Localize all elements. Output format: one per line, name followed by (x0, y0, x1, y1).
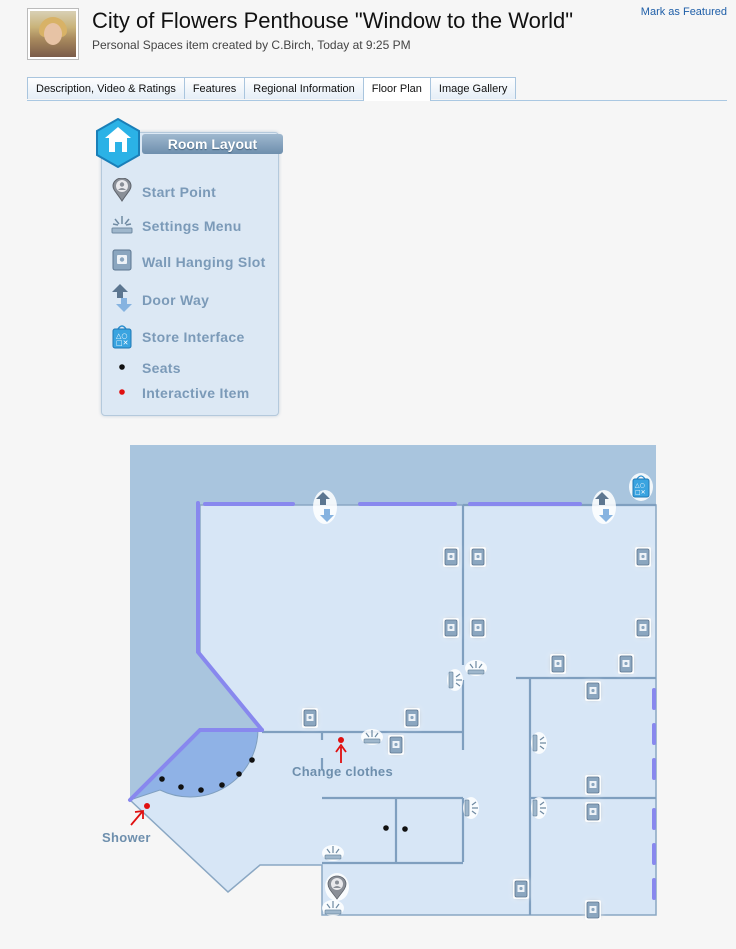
settings-menu-icon (111, 216, 133, 234)
start-point-icon (112, 178, 132, 202)
floor-plan-map: △○ □✕ (128, 445, 657, 920)
page-title: City of Flowers Penthouse "Window to the… (92, 8, 574, 33)
room-layout-legend: Room Layout Start Point Settings Menu Wa… (96, 118, 283, 416)
windows (128, 501, 656, 900)
avatar-image (30, 11, 76, 57)
avatar[interactable] (27, 8, 79, 60)
shower-label: Shower (102, 830, 151, 845)
legend-item-settings-menu: Settings Menu (142, 218, 242, 234)
house-icon (96, 118, 140, 168)
interactive-item-dot-icon (119, 389, 125, 395)
doorway-icon (592, 490, 616, 524)
start-point-icon (325, 873, 349, 901)
shower-area (129, 729, 259, 801)
tab-features[interactable]: Features (183, 77, 246, 99)
legend-title: Room Layout (142, 134, 283, 154)
tab-bar: Description, Video & Ratings Features Re… (27, 77, 727, 101)
wall-hanging-slot-icon (112, 249, 132, 271)
svg-text:△○: △○ (116, 332, 128, 340)
svg-text:□✕: □✕ (116, 339, 128, 347)
legend-item-door-way: Door Way (142, 292, 210, 308)
tab-image-gallery[interactable]: Image Gallery (429, 77, 517, 99)
seat-dot-icon (119, 364, 125, 370)
seats (159, 757, 408, 832)
tab-description[interactable]: Description, Video & Ratings (27, 77, 185, 99)
tab-floor-plan[interactable]: Floor Plan (362, 77, 431, 101)
tab-regional-information[interactable]: Regional Information (244, 77, 364, 99)
store-interface-icon: △○ □✕ (629, 473, 653, 501)
interior-walls (262, 503, 656, 915)
doorway-icon (313, 490, 337, 524)
legend-item-wall-hanging-slot: Wall Hanging Slot (142, 254, 266, 270)
legend-item-start-point: Start Point (142, 184, 217, 200)
change-clothes-label: Change clothes (292, 764, 393, 779)
door-way-icon (112, 284, 132, 312)
interactive-items (130, 737, 347, 826)
page-subtitle: Personal Spaces item created by C.Birch,… (92, 38, 411, 52)
legend-item-seats: Seats (142, 360, 181, 376)
svg-text:△○: △○ (635, 482, 645, 489)
svg-text:□✕: □✕ (635, 489, 646, 496)
store-interface-icon: △○ □✕ (112, 325, 132, 349)
legend-item-store-interface: Store Interface (142, 329, 245, 345)
mark-as-featured-link[interactable]: Mark as Featured (640, 6, 727, 18)
legend-item-interactive-item: Interactive Item (142, 385, 250, 401)
